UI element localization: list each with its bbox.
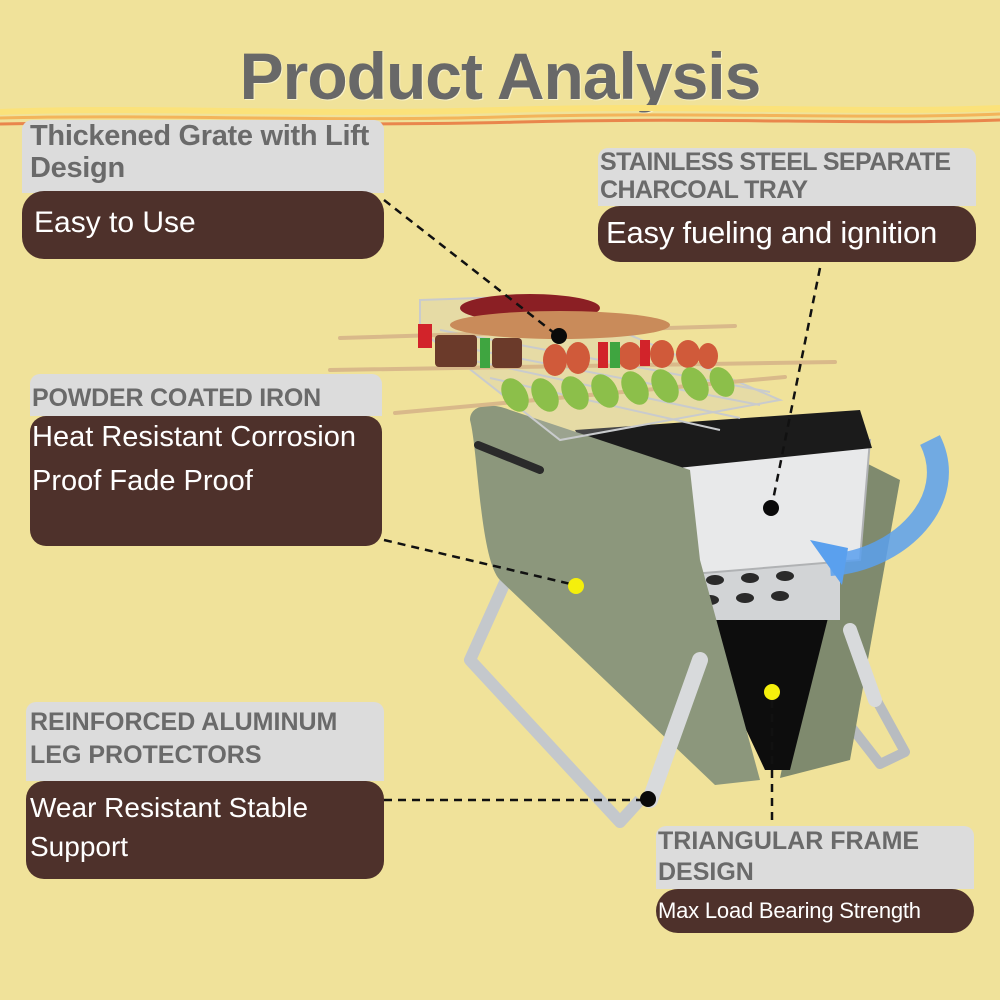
marker-charcoal-tray — [763, 500, 779, 516]
callout-powder-coated-iron: POWDER COATED IRON Heat Resistant Corros… — [30, 374, 382, 546]
callout-benefit: Heat Resistant Corrosion Proof Fade Proo… — [30, 416, 382, 546]
callout-benefit: Easy fueling and ignition — [598, 206, 976, 262]
callout-grate: Thickened Grate with Lift Design Easy to… — [22, 120, 384, 259]
callout-heading: TRIANGULAR FRAME DESIGN — [656, 826, 974, 889]
callout-heading: POWDER COATED IRON — [30, 374, 382, 416]
callout-triangular-frame: TRIANGULAR FRAME DESIGN Max Load Bearing… — [656, 826, 974, 933]
callout-heading: Thickened Grate with Lift Design — [22, 120, 384, 193]
callout-benefit: Max Load Bearing Strength — [656, 889, 974, 933]
marker-frame — [764, 684, 780, 700]
callout-heading: REINFORCED ALUMINUM LEG PROTECTORS — [26, 702, 384, 781]
callout-charcoal-tray: STAINLESS STEEL SEPARATE CHARCOAL TRAY E… — [598, 148, 976, 262]
marker-grate — [551, 328, 567, 344]
marker-body — [568, 578, 584, 594]
marker-leg — [640, 791, 656, 807]
callout-heading: STAINLESS STEEL SEPARATE CHARCOAL TRAY — [598, 148, 976, 206]
callout-benefit: Wear Resistant Stable Support — [26, 781, 384, 879]
callout-leg-protectors: REINFORCED ALUMINUM LEG PROTECTORS Wear … — [26, 702, 384, 879]
page-title: Product Analysis — [239, 39, 762, 113]
callout-benefit: Easy to Use — [22, 190, 384, 259]
